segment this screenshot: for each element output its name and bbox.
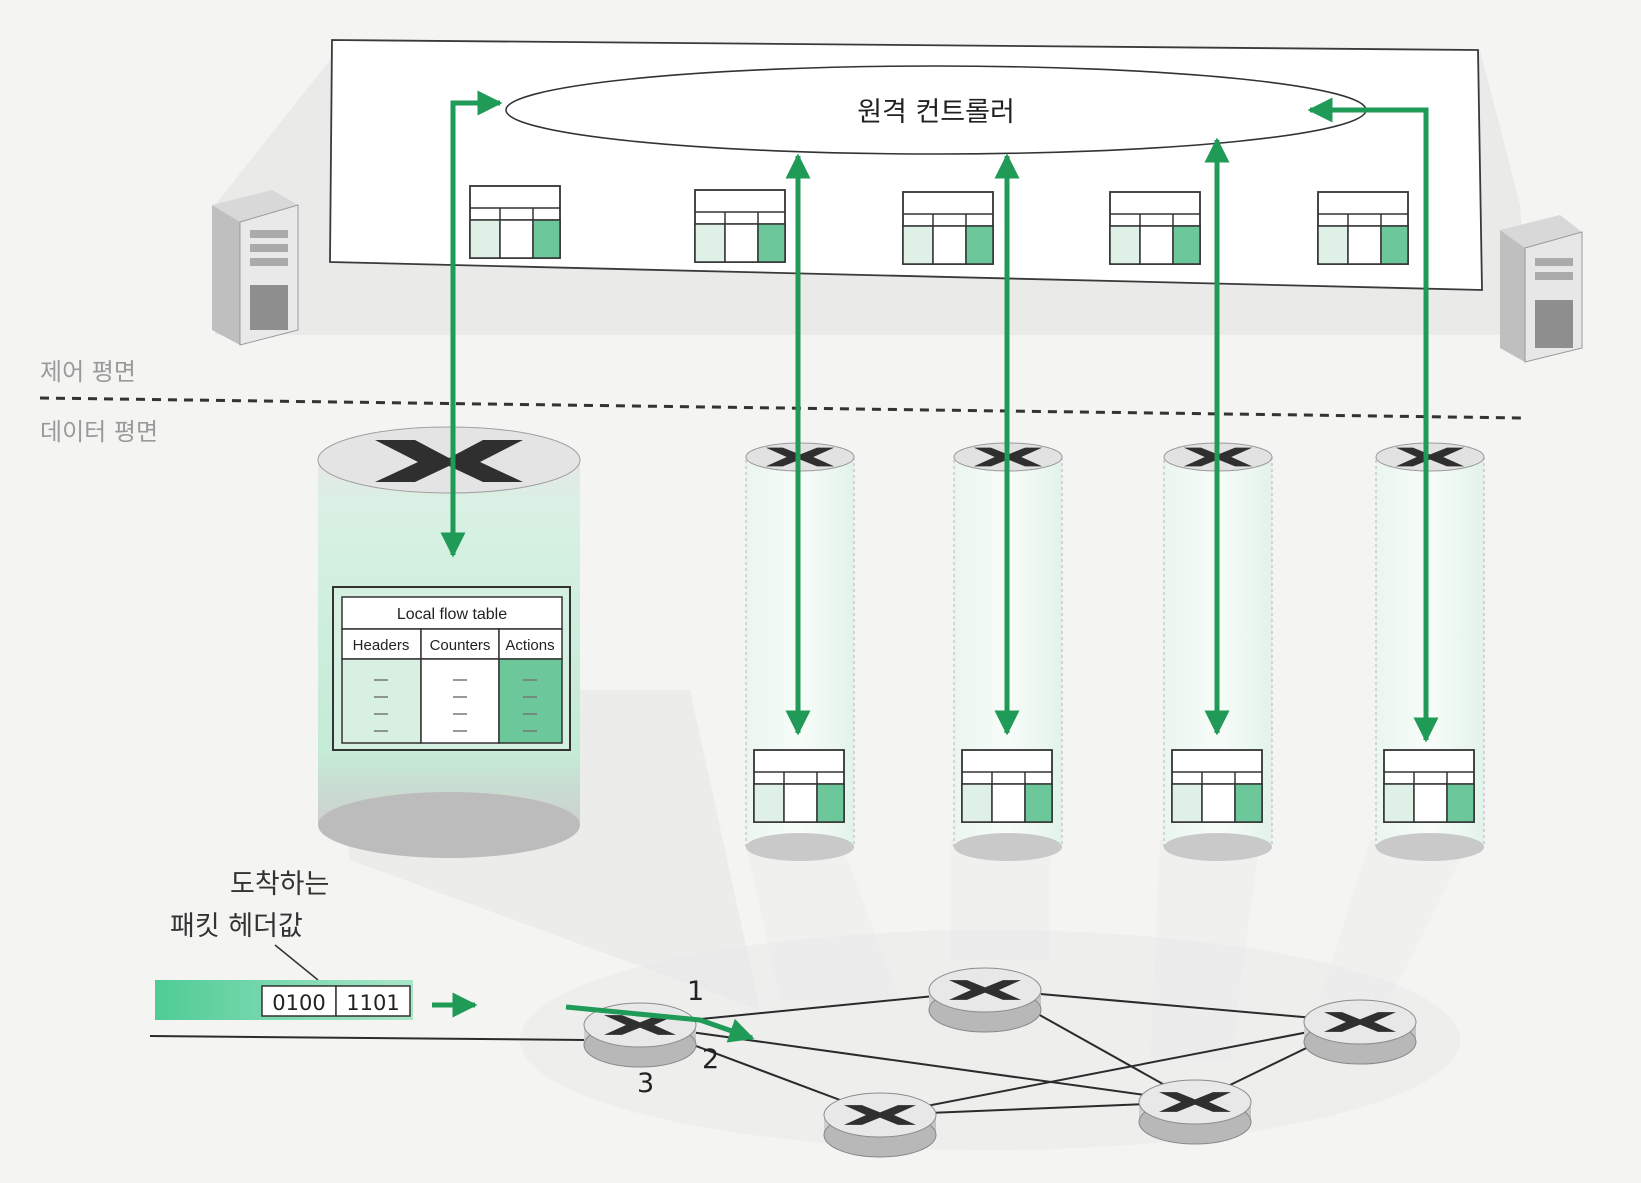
column-headers: Headers (353, 637, 410, 654)
port-label-1: 1 (687, 976, 704, 1007)
controller-table-3 (902, 191, 994, 265)
switch-cylinder-4 (1375, 442, 1485, 861)
packet: 도착하는 패킷 헤더값 0100 1101 (155, 869, 478, 1020)
cross-icon (604, 1015, 676, 1035)
packet-bits-1: 0100 (272, 991, 325, 1015)
cross-icon (1159, 1092, 1231, 1112)
cross-icon (949, 980, 1021, 1000)
controller-switch-links (440, 90, 1439, 743)
switch-cylinders-small (745, 442, 1485, 861)
switch-cylinder-large: Local flow table Headers Counters Action… (317, 426, 581, 858)
link-arrow-1 (440, 90, 503, 558)
switch-flow-table-4 (1383, 749, 1475, 823)
switch-flow-table-2 (961, 749, 1053, 823)
column-counters: Counters (430, 637, 491, 654)
router-4 (1138, 1079, 1252, 1145)
switch-flow-table-1 (753, 749, 845, 823)
switch-flow-table-3 (1171, 749, 1263, 823)
router-ingress (583, 1002, 697, 1068)
link-arrow-5 (1307, 97, 1439, 743)
cross-icon (1324, 1012, 1396, 1032)
local-flow-table: Local flow table Headers Counters Action… (332, 586, 571, 751)
cross-icon (844, 1105, 916, 1125)
port-label-2: 2 (702, 1044, 719, 1075)
router-2 (928, 967, 1042, 1033)
control-plane-label: 제어 평면 (40, 358, 136, 386)
table-row-dashes (374, 679, 537, 732)
packet-caption-line1: 도착하는 (230, 869, 329, 900)
plane-divider (39, 396, 1526, 420)
packet-caption-line2: 패킷 헤더값 (170, 911, 303, 942)
port-label-3: 3 (637, 1068, 654, 1099)
packet-bits-2: 1101 (346, 991, 399, 1015)
server-right (1500, 215, 1583, 363)
data-plane-label: 데이터 평면 (40, 418, 158, 446)
column-actions: Actions (505, 637, 554, 654)
forward-path-arrow (565, 1004, 755, 1043)
controller-table-4 (1109, 191, 1201, 265)
flow-table-title: Local flow table (397, 606, 507, 623)
network-routers (583, 967, 1417, 1158)
router-5 (1303, 999, 1417, 1065)
router-3 (823, 1092, 937, 1158)
controller-table-5 (1317, 191, 1409, 265)
controller-label: 원격 컨트롤러 (857, 97, 1015, 128)
controller-table-1 (469, 185, 561, 259)
controller-table-2 (694, 189, 786, 263)
server-left (212, 190, 299, 346)
